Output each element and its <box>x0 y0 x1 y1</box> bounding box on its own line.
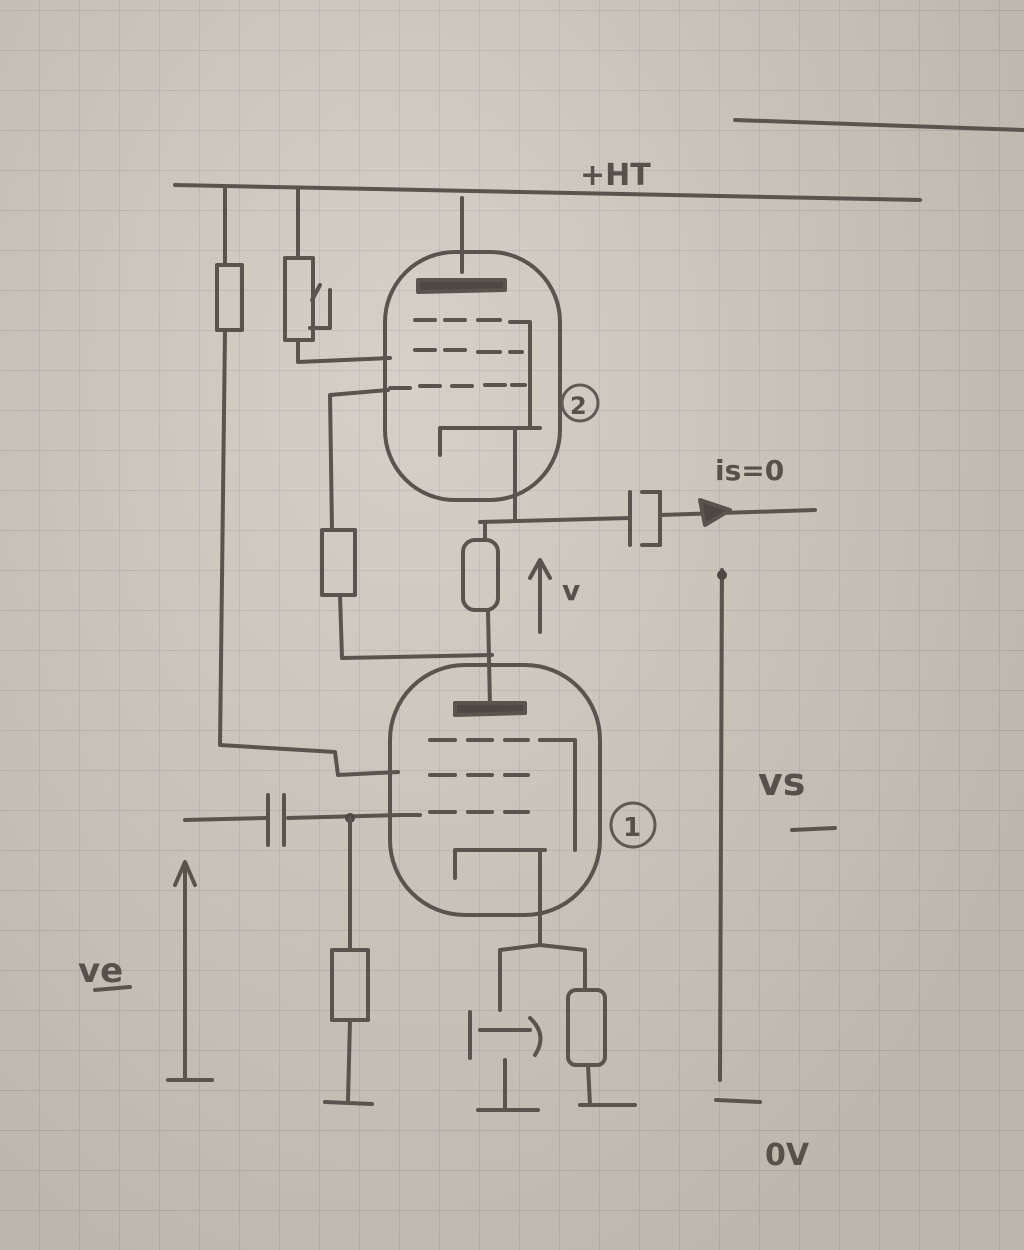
tube2-number: 2 <box>570 392 587 420</box>
cathode-capacitor <box>468 1010 543 1060</box>
resistor-grid-leak <box>330 948 370 1022</box>
resistor-left <box>215 263 244 332</box>
tube1-grids <box>398 738 577 852</box>
tube2-grid-wire <box>328 388 494 660</box>
pot-wiper <box>308 283 332 330</box>
input-capacitor <box>266 793 286 847</box>
pot-wire <box>296 186 392 364</box>
tube1-number: 1 <box>623 813 641 843</box>
output-wire <box>478 508 817 524</box>
output-current-label: is=0 <box>715 454 784 487</box>
input-label-underline <box>93 985 132 992</box>
tube1-cathode <box>453 848 547 947</box>
voltage-v-arrow-icon <box>528 558 552 634</box>
resistor-cathode <box>566 988 607 1067</box>
ht-label: +HT <box>580 158 651 193</box>
input-voltage-arrow-icon <box>173 860 197 1082</box>
resistor-grid-divider <box>320 528 357 597</box>
voltage-v-label: v <box>562 574 580 607</box>
output-voltage-label: vs <box>758 760 805 804</box>
grid-leak-wire <box>323 816 374 1106</box>
ht-rail <box>173 183 922 202</box>
input-voltage-label: ve <box>78 951 123 991</box>
output-label-underline <box>790 826 837 832</box>
output-terminal <box>717 570 727 580</box>
inter-tube-wire <box>483 520 492 710</box>
left-feed-wire <box>218 186 400 777</box>
tube2-grids <box>388 318 532 430</box>
resistor-between-tubes <box>461 538 500 612</box>
tube2-anode <box>416 278 507 294</box>
output-capacitor <box>628 490 662 547</box>
input-wire <box>183 813 402 822</box>
tube2-marker <box>560 383 600 423</box>
output-arrow-icon <box>698 498 732 527</box>
cathode-network-wire <box>476 943 637 1112</box>
ground-label: 0V <box>765 1138 810 1173</box>
tube-2 <box>383 250 562 502</box>
tube1-anode <box>453 701 527 717</box>
tube-1 <box>388 663 602 917</box>
page-edge-line <box>733 118 1024 132</box>
tube2-cathode <box>438 426 542 522</box>
output-voltage-line <box>718 568 724 1082</box>
tube1-marker <box>609 801 657 849</box>
output-ground-bar <box>714 1098 762 1104</box>
